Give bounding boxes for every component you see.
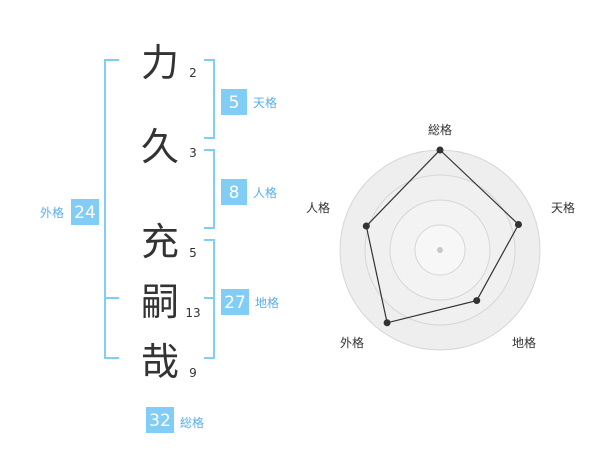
gaikaku-label: 外格 <box>40 205 64 220</box>
name-char-4: 嗣 <box>141 280 179 324</box>
jinkaku-badge: 8 人格 <box>221 179 277 205</box>
gaikaku-value: 24 <box>74 203 96 223</box>
kaku-brackets <box>104 59 215 359</box>
chikaku-value: 27 <box>224 293 246 313</box>
stroke-count-4: 13 <box>185 306 200 320</box>
radar-axis-label-chikaku: 地格 <box>512 335 536 350</box>
stroke-count-3: 5 <box>189 246 197 260</box>
jinkaku-value: 8 <box>229 183 240 203</box>
gaikaku-badge: 外格 24 <box>40 199 99 225</box>
radar-axis-label-jinkaku: 人格 <box>306 200 330 215</box>
tenkaku-bracket <box>204 59 215 139</box>
stroke-count-2: 3 <box>189 146 197 160</box>
radar-point-5 <box>362 222 370 230</box>
radar-chart: 総格 天格 地格 外格 人格 <box>306 122 575 351</box>
stroke-count-5: 9 <box>189 366 197 380</box>
radar-axis-label-tenkaku: 天格 <box>551 200 575 215</box>
radar-center-dot <box>437 247 443 253</box>
radar-axis-label-gaikaku: 外格 <box>340 335 364 350</box>
radar-point-3 <box>473 297 481 305</box>
stroke-count-1: 2 <box>189 66 197 80</box>
jinkaku-bracket <box>204 149 215 229</box>
name-char-1: 力 <box>141 41 179 85</box>
soukaku-label: 総格 <box>180 415 204 430</box>
radar-series-area <box>365 149 520 324</box>
radar-points <box>362 146 522 327</box>
name-char-2: 久 <box>141 125 179 169</box>
chikaku-label: 地格 <box>255 295 279 310</box>
radar-point-1 <box>436 146 444 154</box>
soukaku-value: 32 <box>149 411 171 431</box>
tenkaku-badge: 5 天格 <box>221 89 277 115</box>
radar-point-2 <box>514 221 522 229</box>
name-characters: 力 2 久 3 充 5 嗣 13 哉 9 <box>141 41 201 384</box>
tenkaku-value: 5 <box>229 93 240 113</box>
tenkaku-label: 天格 <box>253 95 277 110</box>
radar-axis-label-soukaku: 総格 <box>428 122 452 137</box>
name-char-3: 充 <box>141 220 179 264</box>
radar-point-4 <box>383 319 391 327</box>
jinkaku-label: 人格 <box>253 185 277 200</box>
name-char-5: 哉 <box>141 340 179 384</box>
soukaku-badge: 32 総格 <box>146 407 204 433</box>
chikaku-badge: 27 地格 <box>221 289 279 315</box>
gaikaku-bracket <box>104 59 119 359</box>
